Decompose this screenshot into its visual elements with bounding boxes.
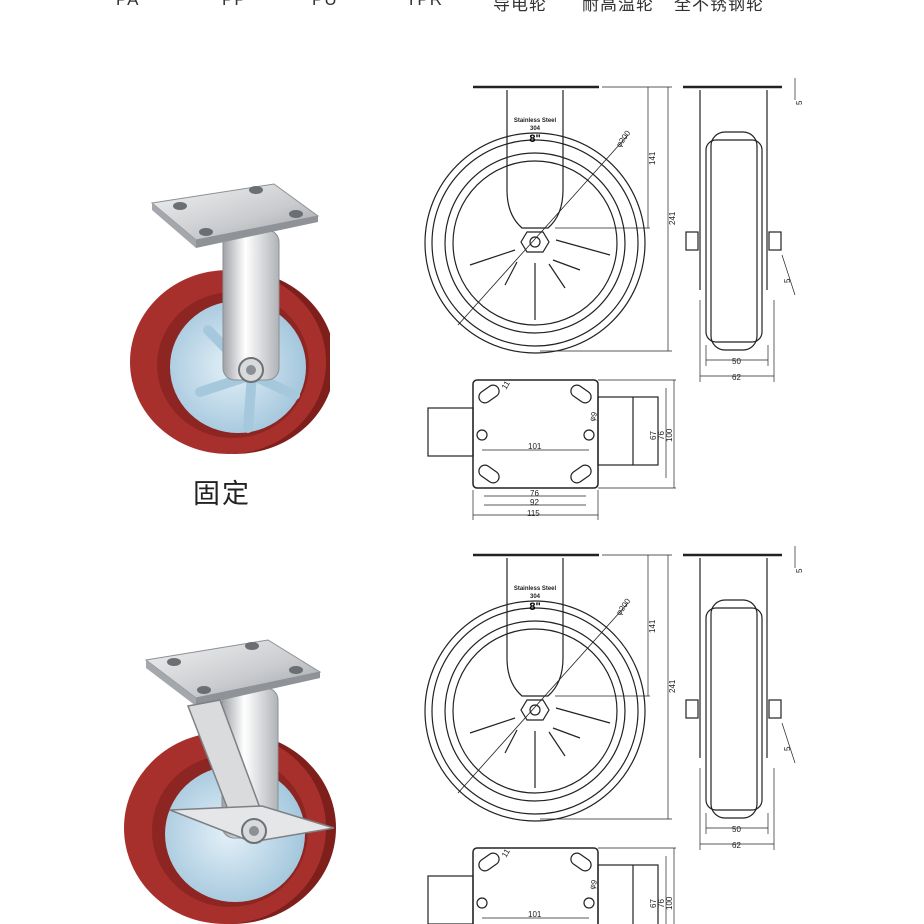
dim-5-top-1: 5 — [795, 100, 804, 105]
dim-76-1: 76 — [530, 489, 539, 498]
brake-caster-image — [124, 639, 336, 924]
dim-5-mid-1: 5 — [783, 278, 792, 283]
tab-tpr[interactable]: TPR — [406, 0, 443, 10]
dim-76v-2: 76 — [657, 899, 666, 908]
rigid-caster-image — [130, 183, 330, 454]
dim-92-1: 92 — [530, 498, 539, 507]
emboss-grade-2: 304 — [530, 594, 541, 600]
hole-dim-1: φ9 — [587, 410, 599, 423]
slot-dim-2: 11 — [500, 847, 512, 859]
slot-dim-1: 11 — [500, 379, 512, 391]
dim-62-2: 62 — [732, 841, 741, 850]
dim-76v-1: 76 — [657, 431, 666, 440]
rigid-caption: 固定 — [193, 479, 251, 509]
dim-141-1: 141 — [648, 151, 657, 165]
category-tabs: PA PP PU TPR 导电轮 耐高温轮 全不锈钢轮 — [0, 0, 924, 14]
size-label-2: 8" — [529, 601, 540, 613]
emboss-label-2: Stainless Steel — [514, 586, 557, 592]
emboss-label-1: Stainless Steel — [514, 118, 557, 124]
tab-pp[interactable]: PP — [222, 0, 247, 10]
diameter-dim-1: φ200 — [614, 128, 632, 149]
size-label-1: 8" — [529, 133, 540, 145]
dim-100-2: 100 — [665, 896, 674, 910]
dim-50-2: 50 — [732, 825, 741, 834]
emboss-grade-1: 304 — [530, 126, 541, 132]
hole-dim-2: φ9 — [587, 878, 599, 891]
tab-stainless[interactable]: 全不锈钢轮 — [674, 0, 764, 14]
tab-conductive[interactable]: 导电轮 — [493, 0, 547, 14]
dim-101-2: 101 — [528, 910, 542, 919]
tab-pu[interactable]: PU — [312, 0, 338, 10]
dim-62-1: 62 — [732, 373, 741, 382]
dim-67-1: 67 — [649, 431, 658, 440]
dim-100-1: 100 — [665, 428, 674, 442]
dim-241-1: 241 — [668, 211, 677, 225]
dim-5-mid-2: 5 — [783, 746, 792, 751]
tab-pa[interactable]: PA — [116, 0, 139, 10]
dim-141-2: 141 — [648, 619, 657, 633]
dim-67-2: 67 — [649, 899, 658, 908]
diameter-dim-2: φ200 — [614, 596, 632, 617]
dim-115-1: 115 — [527, 509, 540, 518]
dim-5-top-2: 5 — [795, 568, 804, 573]
dim-50-1: 50 — [732, 357, 741, 366]
dim-101-1: 101 — [528, 442, 542, 451]
dim-241-2: 241 — [668, 679, 677, 693]
tab-high-temp[interactable]: 耐高温轮 — [582, 0, 654, 14]
